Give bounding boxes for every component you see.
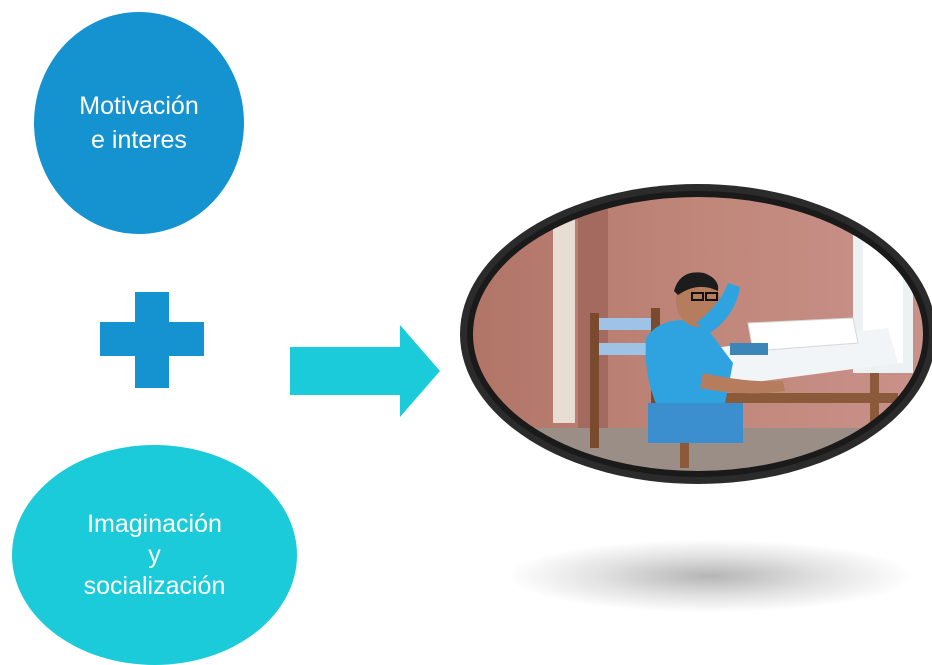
arrow-right-icon (290, 325, 440, 417)
plus-icon (100, 292, 204, 388)
imagination-circle: Imaginación y socialización (12, 445, 297, 665)
motivation-label-line2: e interes (91, 126, 187, 154)
imagination-label-line1: Imaginación (87, 509, 222, 538)
imagination-label-line3: socialización (83, 571, 226, 600)
imagination-label-line2: y (148, 540, 161, 569)
motivation-label-line1: Motivación (79, 92, 199, 120)
motivation-circle: Motivación e interes (34, 12, 244, 234)
photo-shadow (510, 540, 910, 612)
photo-icon (460, 184, 932, 484)
plus-horizontal-bar (100, 322, 204, 356)
